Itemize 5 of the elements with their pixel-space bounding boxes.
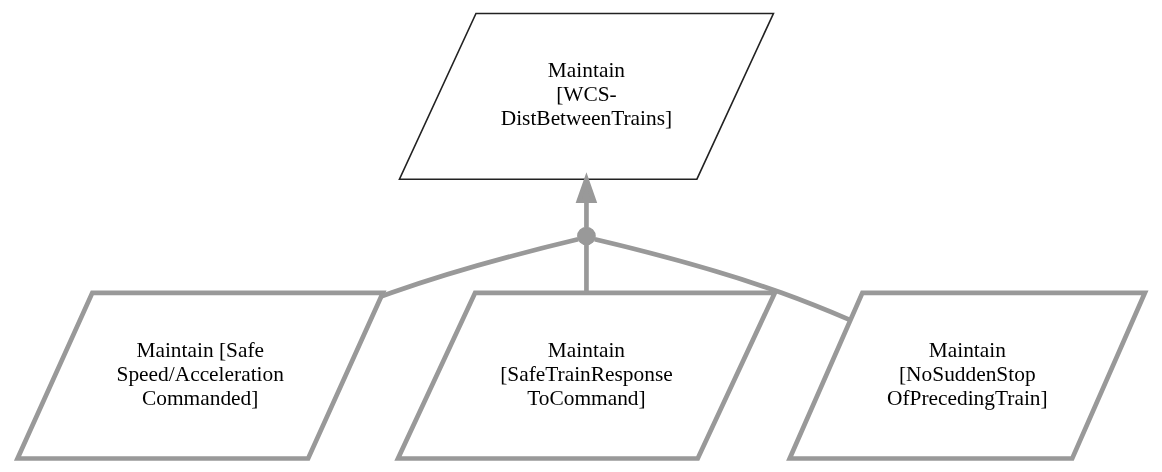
connector (584, 244, 589, 293)
node-circle (577, 226, 596, 246)
connector (594, 237, 852, 323)
arrow (575, 172, 598, 228)
connector (380, 237, 579, 299)
